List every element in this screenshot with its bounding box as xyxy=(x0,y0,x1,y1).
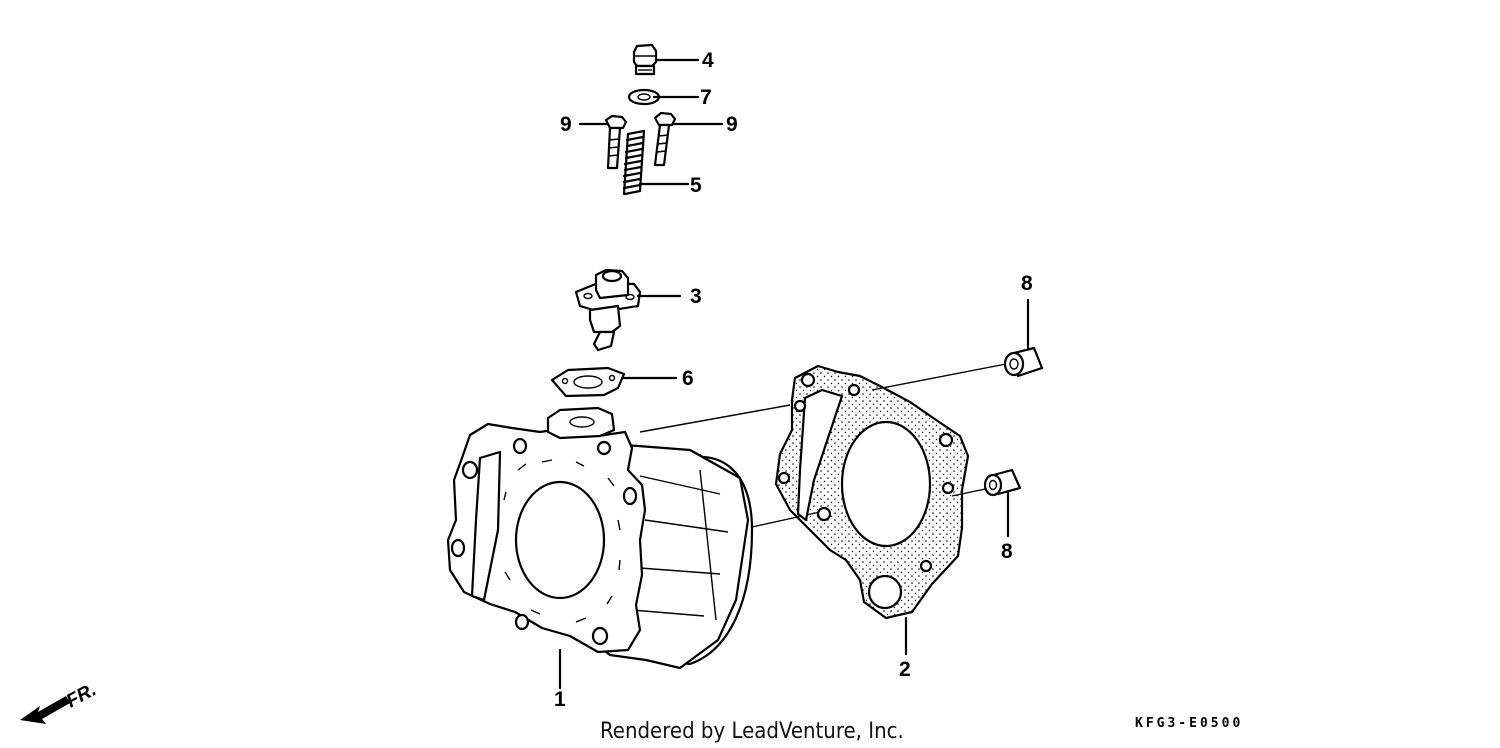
callout-2: 2 xyxy=(899,658,911,681)
head-gasket-part-2 xyxy=(774,364,970,656)
callout-8-top: 8 xyxy=(1021,272,1033,295)
diagram-code: KFG3-E0500 xyxy=(1135,716,1243,731)
callout-9-left: 9 xyxy=(560,113,572,136)
callout-6: 6 xyxy=(682,367,694,390)
gasket-part-6 xyxy=(550,366,678,398)
dowel-pin-part-8-top xyxy=(1003,298,1044,378)
callout-8-bottom: 8 xyxy=(1001,540,1013,563)
bolt-part-9-right xyxy=(653,111,724,167)
callout-5: 5 xyxy=(690,174,702,197)
callout-4: 4 xyxy=(702,49,714,72)
washer-part-7 xyxy=(627,88,700,106)
spring-part-5 xyxy=(622,129,690,196)
front-direction-label: FR. xyxy=(63,679,100,712)
callout-7: 7 xyxy=(700,86,712,109)
bolt-part-4 xyxy=(632,43,700,76)
render-credit: Rendered by LeadVenture, Inc. xyxy=(600,719,904,744)
bolt-part-9-left xyxy=(578,114,628,170)
cylinder-part-1 xyxy=(446,406,754,690)
front-direction-arrow-icon xyxy=(20,696,70,724)
dowel-pin-part-8-bottom xyxy=(983,468,1022,538)
callout-3: 3 xyxy=(690,285,702,308)
tensioner-part-3 xyxy=(574,268,682,352)
callout-9-right: 9 xyxy=(726,113,738,136)
callout-1: 1 xyxy=(554,688,566,711)
